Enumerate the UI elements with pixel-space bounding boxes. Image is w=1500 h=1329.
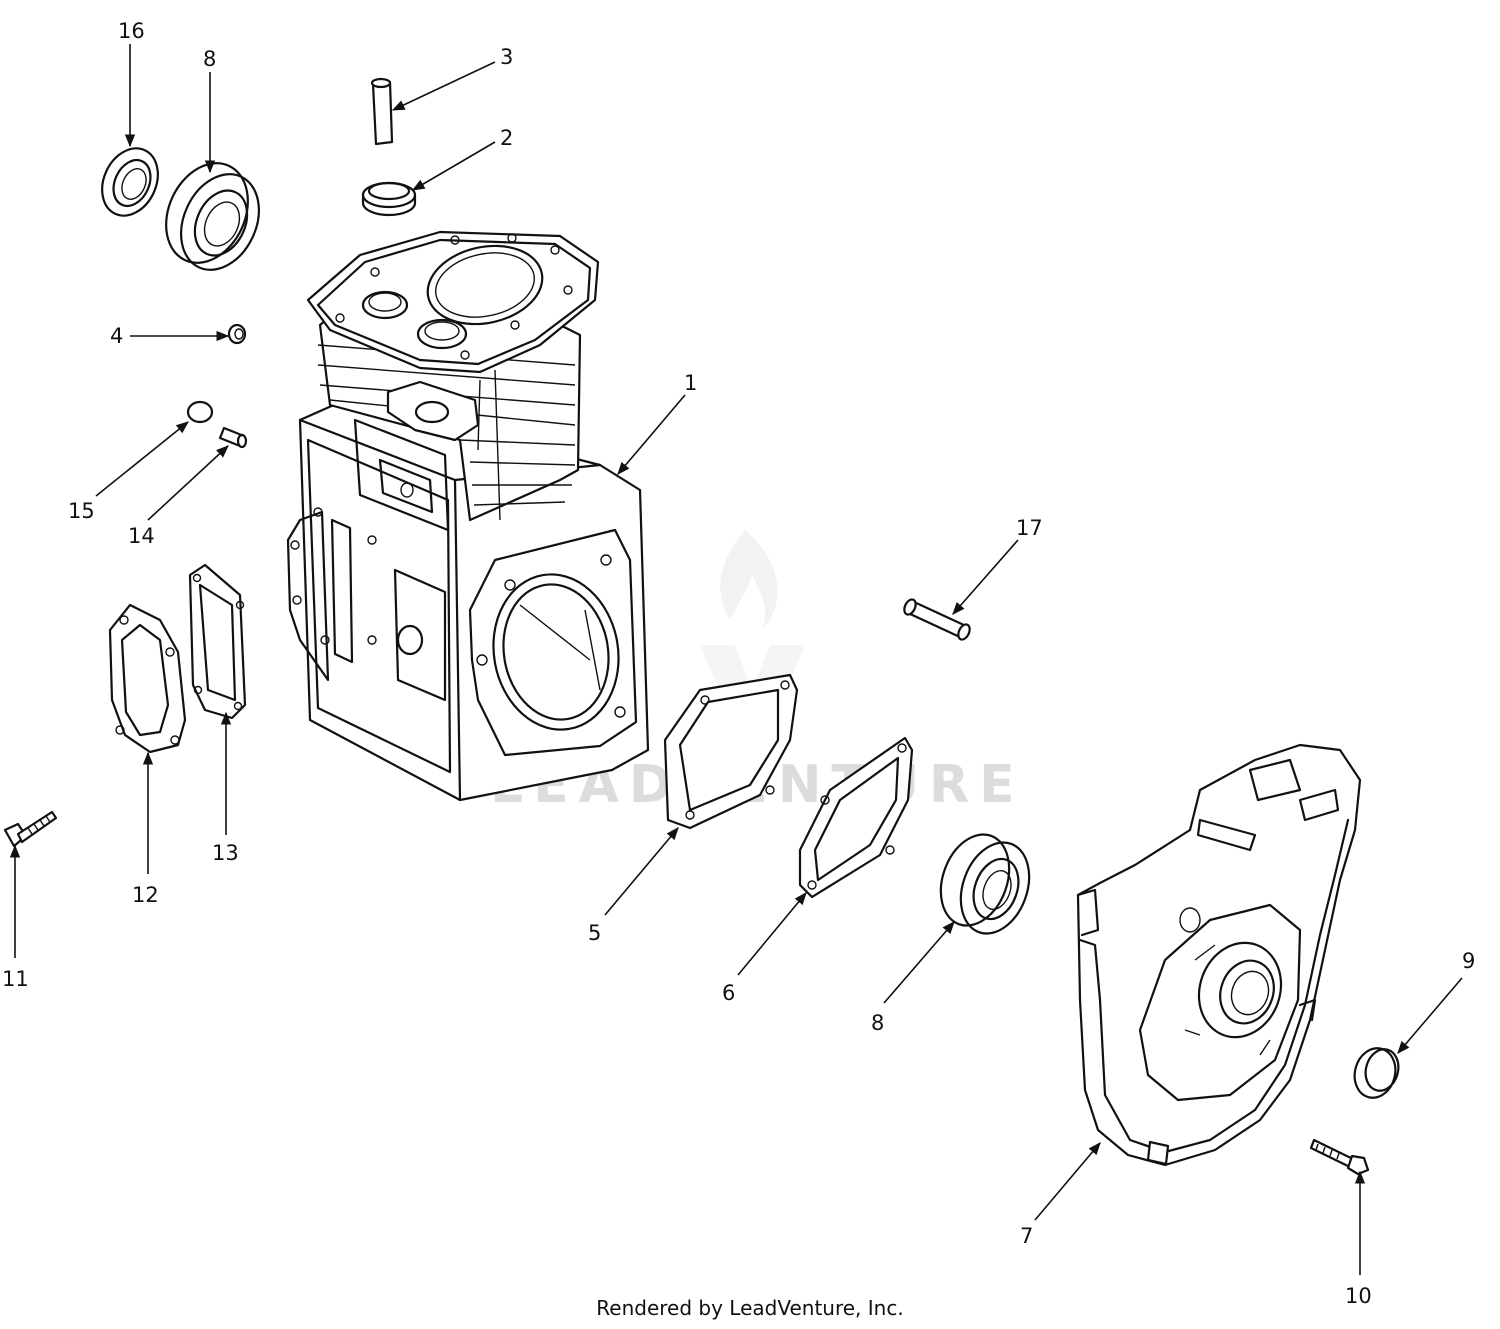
part-breather-gasket (188, 563, 247, 720)
part-dowel-pin (370, 77, 394, 146)
part-ball-bearing-right (939, 833, 1031, 935)
part-bolt-left (3, 810, 58, 848)
callout-14: 14 (128, 524, 155, 548)
callout-11: 11 (2, 967, 29, 991)
callout-15: 15 (68, 499, 95, 523)
callout-12: 12 (132, 883, 159, 907)
callout-8-top: 8 (203, 47, 216, 71)
callout-labels: 16 8 3 2 4 1 15 14 17 12 13 11 5 6 8 7 9… (2, 19, 1475, 1308)
callout-6: 6 (722, 981, 735, 1005)
part-gasket-2 (798, 736, 914, 899)
part-dowel-pin-right (903, 598, 971, 641)
leader-arrows (9, 44, 1463, 1275)
callout-13: 13 (212, 841, 239, 865)
callout-7: 7 (1020, 1224, 1033, 1248)
part-small-pin (218, 426, 248, 449)
callout-8-right: 8 (871, 1011, 884, 1035)
callout-5: 5 (588, 921, 601, 945)
callout-3: 3 (500, 45, 513, 69)
part-small-plug (227, 323, 247, 345)
part-cup-plug (1353, 1047, 1400, 1099)
callout-1: 1 (684, 371, 697, 395)
callout-4: 4 (110, 324, 123, 348)
callout-10: 10 (1345, 1284, 1372, 1308)
callout-16: 16 (118, 19, 145, 43)
part-closure-plate (1076, 743, 1362, 1167)
part-ball-bearing-top (165, 162, 260, 271)
callout-9: 9 (1462, 949, 1475, 973)
part-ring (361, 181, 417, 217)
part-oil-seal-top (101, 147, 159, 217)
part-cap-plug (186, 400, 214, 424)
part-gasket-1 (663, 673, 799, 830)
part-breather-cover (108, 603, 187, 754)
part-bolt-right (1309, 1138, 1370, 1176)
callout-2: 2 (500, 126, 513, 150)
footer-credit: Rendered by LeadVenture, Inc. (596, 1296, 904, 1320)
callout-17: 17 (1016, 516, 1043, 540)
part-cylinder-block (286, 230, 650, 802)
